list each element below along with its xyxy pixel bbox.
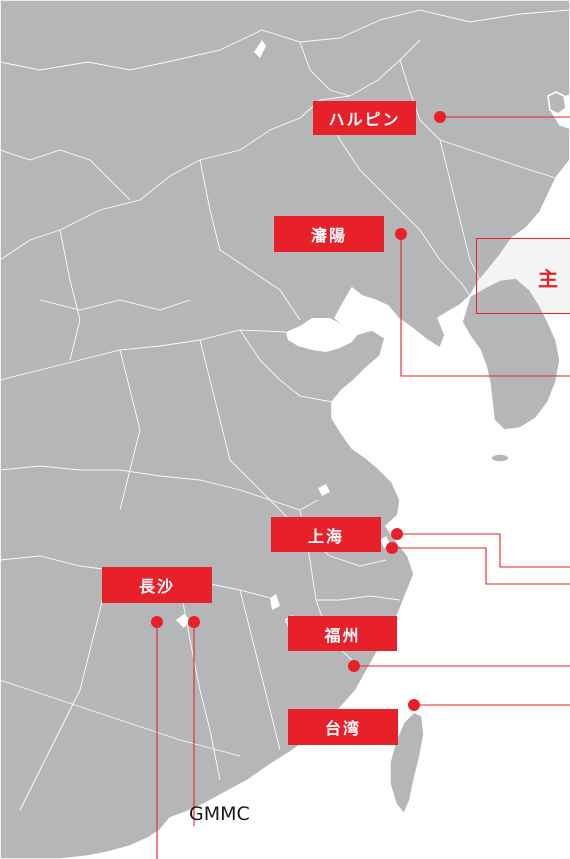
leader-shanghai-2: [392, 547, 570, 585]
dot-changsha: [151, 616, 163, 628]
callout-text: 主: [538, 267, 558, 291]
dot-fuzhou: [348, 660, 360, 672]
label-changsha: 長沙: [102, 567, 212, 603]
label-taiwan: 台湾: [288, 709, 398, 745]
leader-shanghai-1: [397, 533, 570, 568]
bohai-bay: [286, 318, 358, 352]
label-fuzhou: 福州: [288, 616, 397, 651]
label-shenyang: 瀋陽: [274, 216, 384, 252]
japan-fragment: [547, 91, 567, 115]
hongze-lake: [318, 484, 330, 496]
dot-gmmc: [188, 616, 200, 628]
leader-shenyang: [400, 234, 570, 377]
callout-box: [476, 238, 570, 314]
city-dots: [151, 111, 446, 711]
jeju-island: [490, 453, 510, 463]
dongting-lake: [270, 594, 280, 610]
label-shanghai: 上海: [271, 517, 381, 552]
dot-taiwan: [408, 699, 420, 711]
leader-lines: [156, 116, 570, 859]
lake-north: [254, 40, 266, 58]
dot-shanghai-1: [391, 528, 403, 540]
label-harbin: ハルピン: [313, 101, 416, 135]
label-gmmc: GMMC: [189, 803, 250, 825]
dot-shenyang: [395, 228, 407, 240]
dot-shanghai-2: [386, 542, 398, 554]
korean-peninsula: [461, 277, 561, 431]
dot-harbin: [434, 111, 446, 123]
poyang-lake: [176, 614, 190, 628]
